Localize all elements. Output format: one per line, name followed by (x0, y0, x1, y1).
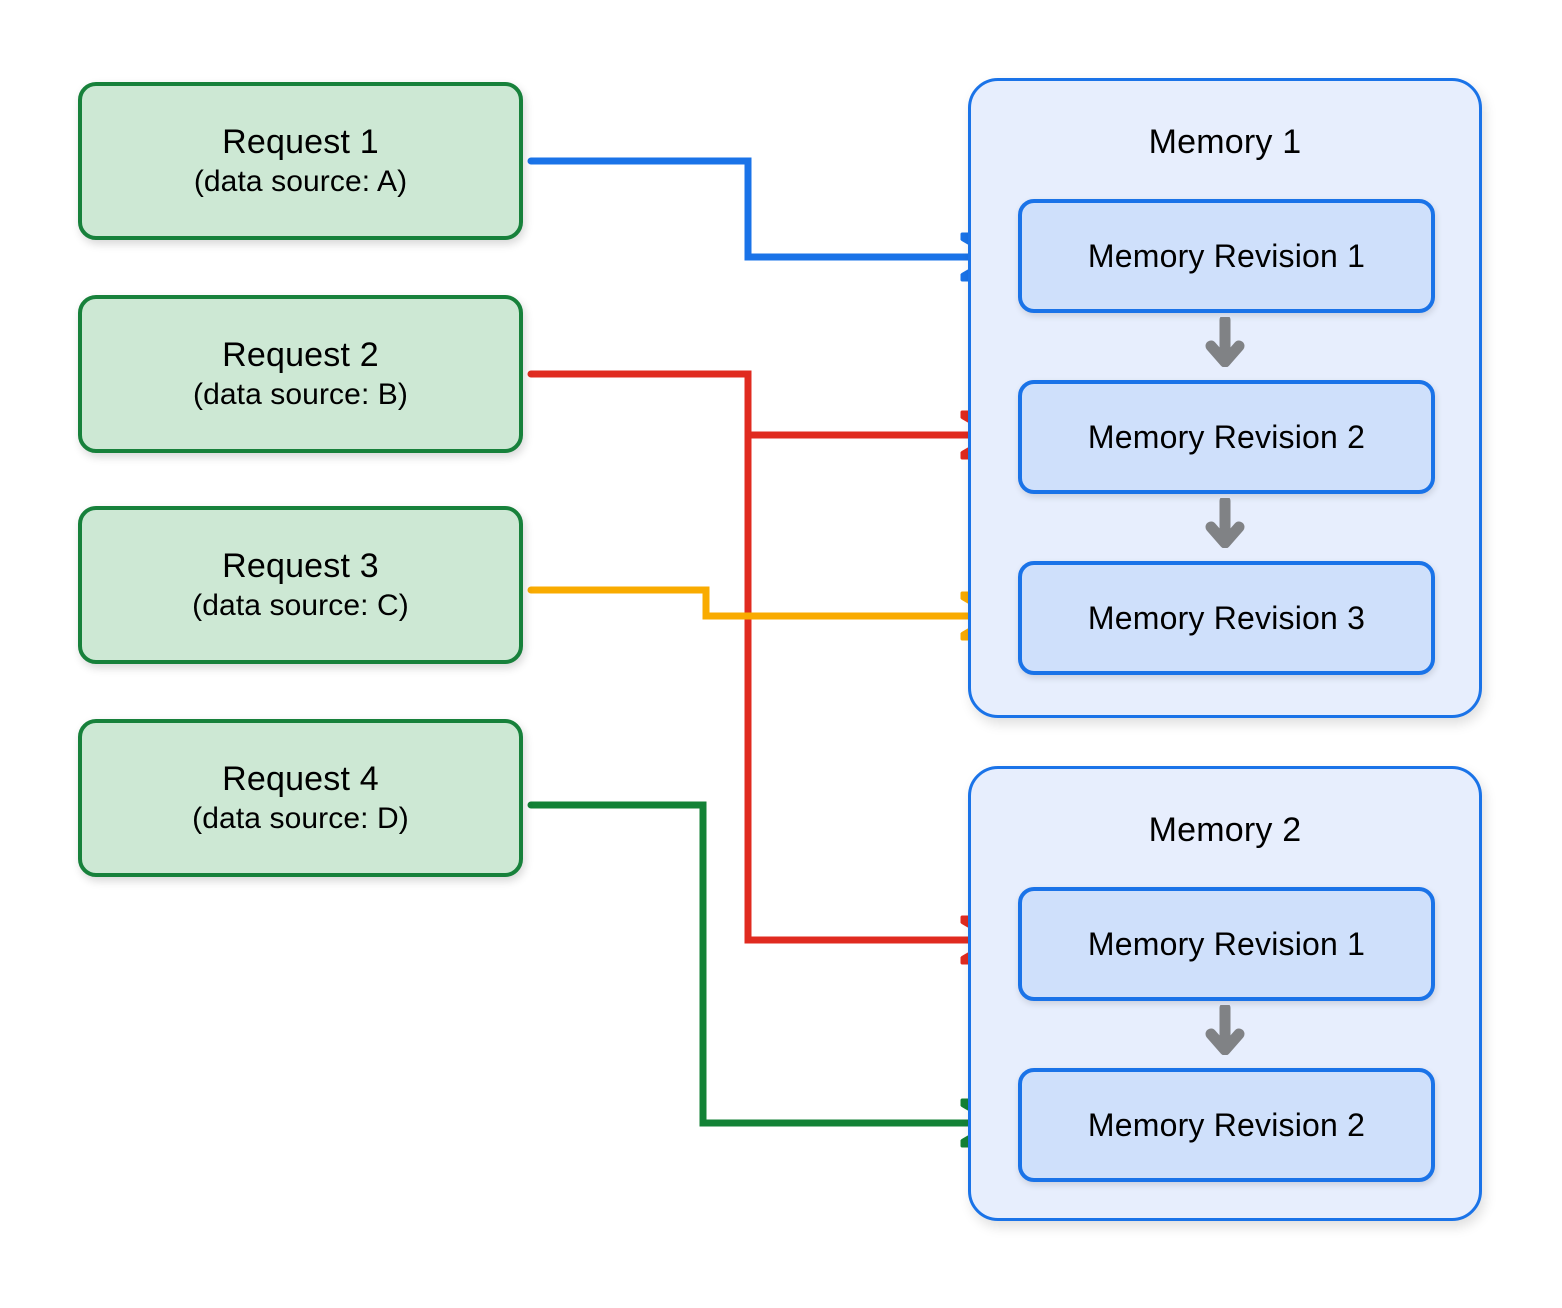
revision-label: Memory Revision 2 (1087, 418, 1366, 455)
memory-1-revision-box-2[interactable]: Memory Revision 2 (1018, 380, 1435, 494)
request-subtitle: (data source: B) (192, 378, 409, 412)
memory-2-flow-arrow-1-to-2 (971, 1005, 1479, 1055)
request-subtitle: (data source: D) (192, 802, 409, 836)
request-title: Request 4 (222, 759, 379, 798)
memory-2-revision-box-1[interactable]: Memory Revision 1 (1018, 887, 1435, 1001)
request-box-3[interactable]: Request 3 (data source: C) (78, 506, 523, 664)
request-subtitle: (data source: A) (193, 165, 408, 199)
down-arrow-icon (1205, 498, 1245, 548)
request-title: Request 1 (222, 122, 379, 161)
revision-label: Memory Revision 2 (1087, 1106, 1366, 1143)
memory-1-flow-arrow-1-to-2 (971, 317, 1479, 367)
revision-label: Memory Revision 3 (1087, 599, 1366, 636)
connector-request-1-to-memory-1-revision-1 (527, 157, 997, 257)
request-box-2[interactable]: Request 2 (data source: B) (78, 295, 523, 453)
down-arrow-icon (1205, 317, 1245, 367)
revision-label: Memory Revision 1 (1087, 237, 1366, 274)
memory-1-revision-box-3[interactable]: Memory Revision 3 (1018, 561, 1435, 675)
memory-2-revision-box-2[interactable]: Memory Revision 2 (1018, 1068, 1435, 1182)
down-arrow-icon (1205, 1005, 1245, 1055)
request-title: Request 2 (222, 335, 379, 374)
memory-container-2[interactable]: Memory 2 Memory Revision 1 Memory Revisi… (968, 766, 1482, 1221)
request-title: Request 3 (222, 546, 379, 585)
request-box-4[interactable]: Request 4 (data source: D) (78, 719, 523, 877)
memory-container-1[interactable]: Memory 1 Memory Revision 1 Memory Revisi… (968, 78, 1482, 718)
revision-label: Memory Revision 1 (1087, 925, 1366, 962)
connector-request-2-to-memory-2-revision-1 (527, 370, 997, 940)
connector-request-4-to-memory-2-revision-2 (527, 801, 997, 1123)
connector-request-3-to-memory-1-revision-3 (527, 586, 997, 616)
memory-1-flow-arrow-2-to-3 (971, 498, 1479, 548)
request-subtitle: (data source: C) (192, 589, 409, 623)
memory-title: Memory 2 (1148, 811, 1302, 849)
memory-title: Memory 1 (1148, 123, 1302, 161)
request-box-1[interactable]: Request 1 (data source: A) (78, 82, 523, 240)
memory-1-revision-box-1[interactable]: Memory Revision 1 (1018, 199, 1435, 313)
